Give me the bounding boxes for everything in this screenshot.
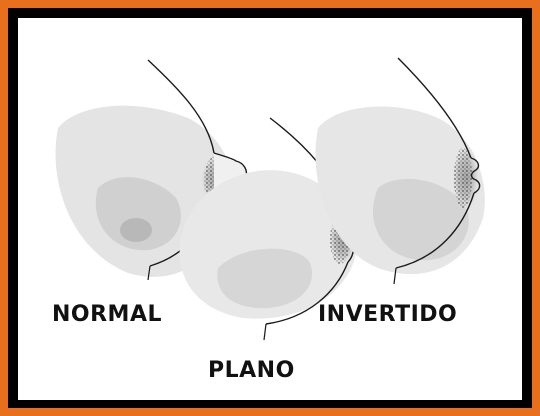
label-plano: PLANO [208,358,295,383]
label-normal: NORMAL [52,302,162,327]
nipple-types-illustration [18,18,522,400]
illustration-panel: NORMAL PLANO INVERTIDO [18,18,522,400]
label-invertido: INVERTIDO [318,302,457,327]
